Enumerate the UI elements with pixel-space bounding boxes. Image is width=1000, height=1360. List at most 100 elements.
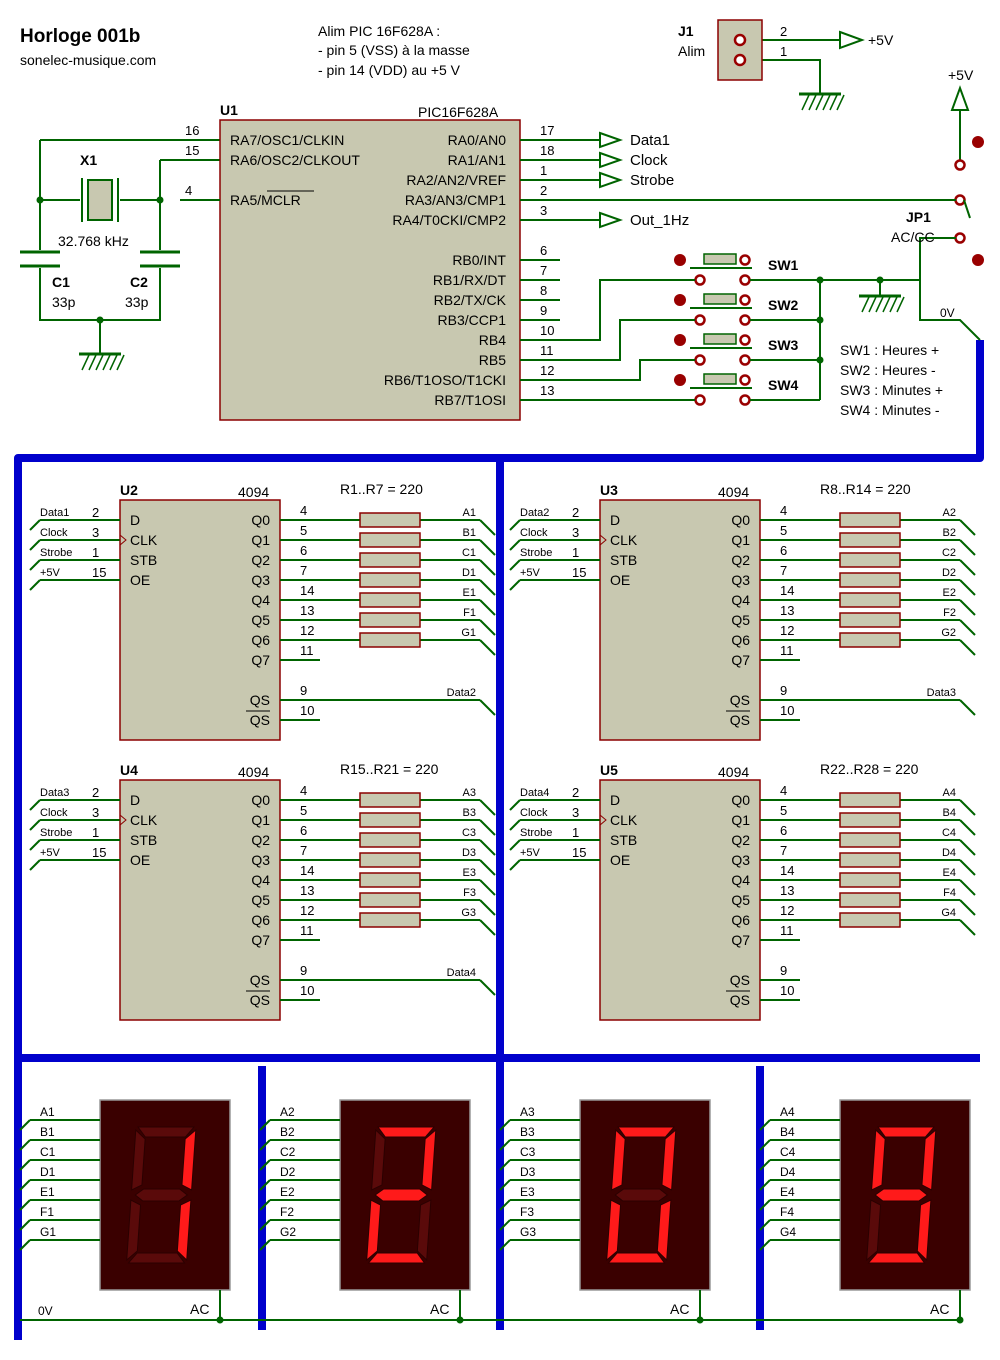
u1-pin-number: 8 [540,283,547,298]
register-input-net: Strobe [40,827,72,839]
register-pin-name: QS [730,712,750,728]
resistor-body [839,572,901,588]
resistor-body [359,552,421,568]
display-segments [126,1126,197,1264]
segment-net-label: E4 [943,867,956,879]
wires-layer [14,30,984,1340]
segment-input-label: B2 [280,1125,295,1139]
u1-pin-name: RA0/AN0 [448,132,507,148]
switch-legend-4: SW4 : Minutes - [840,402,940,418]
register-part: 4094 [238,764,269,780]
junction-dot [696,1316,704,1324]
alim-note-line-1: Alim PIC 16F628A : [318,23,440,39]
u1-pin-name: RB5 [479,352,506,368]
segment-net-label: F3 [463,887,476,899]
u1-pin-name: RA1/AN1 [448,152,507,168]
segment-net-label: C4 [942,827,956,839]
register-pin-number: 7 [300,843,307,858]
jp1-gnd-label: 0V [940,306,955,320]
segment-net-label: F1 [463,607,476,619]
register-pin-name: Q0 [731,792,750,808]
segment-input-label: G4 [780,1225,796,1239]
register-pin-number: 11 [300,923,314,938]
register-pin-number: 5 [780,803,787,818]
segment-c [656,1199,672,1262]
schematic-subtitle: sonelec-musique.com [20,52,156,68]
register-pin-name: Q1 [731,532,750,548]
register-pin-number: 15 [572,565,586,580]
register-pin-name: STB [130,832,157,848]
register-pin-name: QS [250,712,270,728]
register-pin-name: Q7 [251,932,270,948]
segment-net-label: G2 [941,627,956,639]
register-pin-number: 14 [300,583,314,598]
resistor-body [359,572,421,588]
u1-pin-number: 18 [540,143,554,158]
register-pin-name: STB [610,552,637,568]
segment-e [866,1199,882,1262]
segment-g [374,1188,429,1202]
register-pin-name: CLK [610,532,638,548]
register-pin-number: 5 [300,523,307,538]
alim-note-line-3: - pin 14 (VDD) au +5 V [318,62,461,78]
register-pin-name: Q2 [251,552,270,568]
pin-contact [739,374,751,386]
segment-input-label: B4 [780,1125,795,1139]
pin-marker [674,294,686,306]
register-pin-number: 12 [300,903,314,918]
segment-net-label: A3 [463,787,476,799]
register-pin-name: Q4 [251,872,270,888]
u1-pin-number: 2 [540,183,547,198]
segment-net-label: E2 [943,587,956,599]
register-input-net: +5V [520,567,541,579]
jp1-name: AC/CC [891,229,935,245]
segment-net-label: G3 [461,907,476,919]
resistor-body [359,612,421,628]
junction-dot [216,1316,224,1324]
segment-a [876,1126,936,1138]
segment-net-label: C2 [942,547,956,559]
pin-contact [954,232,966,244]
register-body [599,779,761,1021]
output-arrow [599,131,624,149]
register-pin-name: CLK [610,812,638,828]
register-pin-number: 4 [780,503,787,518]
resistor-body [839,632,901,648]
register-pin-number: 10 [300,703,314,718]
u1-pins: 16RA7/OSC1/CLKIN15RA6/OSC2/CLKOUT4RA5/MC… [180,123,560,408]
common-anode-label: AC [430,1301,449,1317]
pin-marker [674,374,686,386]
u1-out-clock: Clock [630,152,668,169]
register-pin-number: 15 [92,845,106,860]
clock-marker [599,533,607,547]
register-part: 4094 [718,484,749,500]
segment-input-label: G2 [280,1225,296,1239]
segment-input-label: D1 [40,1165,56,1179]
u1-pin-number: 17 [540,123,554,138]
segment-input-label: C1 [40,1145,56,1159]
u1-pin-name: RA5/MCLR [230,192,301,208]
register-pin-name: Q3 [731,852,750,868]
crystal-ref: X1 [80,152,97,168]
segment-a [376,1126,436,1138]
resistor-body [839,592,901,608]
crystal-value: 32.768 kHz [58,233,129,249]
register-input-net: +5V [40,847,61,859]
register-pin-number: 4 [300,783,307,798]
junction-dot [816,276,824,284]
c2-value: 33p [125,294,149,310]
sw2-ref: SW2 [768,297,799,313]
segment-input-label: F4 [780,1205,794,1219]
resistor-label: R22..R28 = 220 [820,761,919,777]
segment-d [367,1252,426,1264]
segment-net-label: F4 [943,887,956,899]
register-pin-number: 13 [780,883,794,898]
resistor-body [359,832,421,848]
segment-b [661,1128,677,1191]
sw4-ref: SW4 [768,377,799,393]
segment-f [871,1128,886,1191]
resistor-body [359,532,421,548]
